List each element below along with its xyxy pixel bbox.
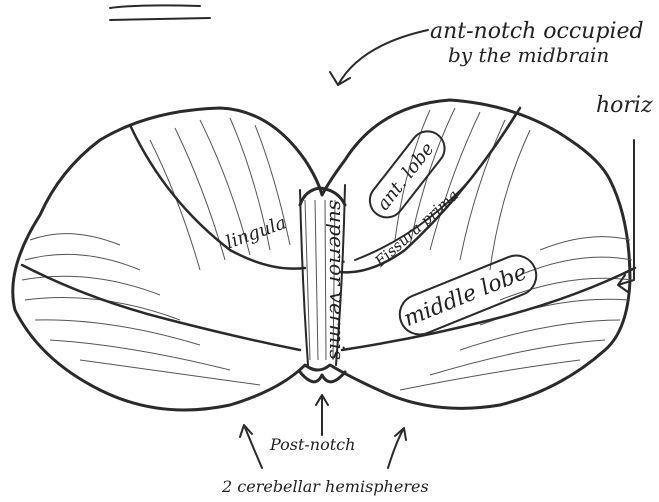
vermis-left-edge xyxy=(300,190,308,365)
label-ant-notch-line2: by the midbrain xyxy=(448,43,609,67)
label-hemispheres: 2 cerebellar hemispheres xyxy=(221,477,429,496)
label-post-notch: Post-notch xyxy=(269,435,355,454)
posterior-notch xyxy=(300,372,345,382)
label-superior-vermis: superior vermis xyxy=(325,200,349,360)
ant-notch-arrow xyxy=(330,30,428,85)
hemisphere-arrow-left xyxy=(240,425,262,468)
label-horizontal-cut: horiz xyxy=(596,93,653,118)
post-notch-arrow xyxy=(316,395,328,435)
hemisphere-arrow-right xyxy=(388,428,406,468)
fissura-prima-line xyxy=(355,115,515,260)
heading-fragment xyxy=(110,5,210,20)
horizontal-fissure-left xyxy=(22,265,300,350)
label-ant-notch-line1: ant-notch occupied xyxy=(430,19,644,44)
label-lingula: lingula xyxy=(223,212,289,253)
